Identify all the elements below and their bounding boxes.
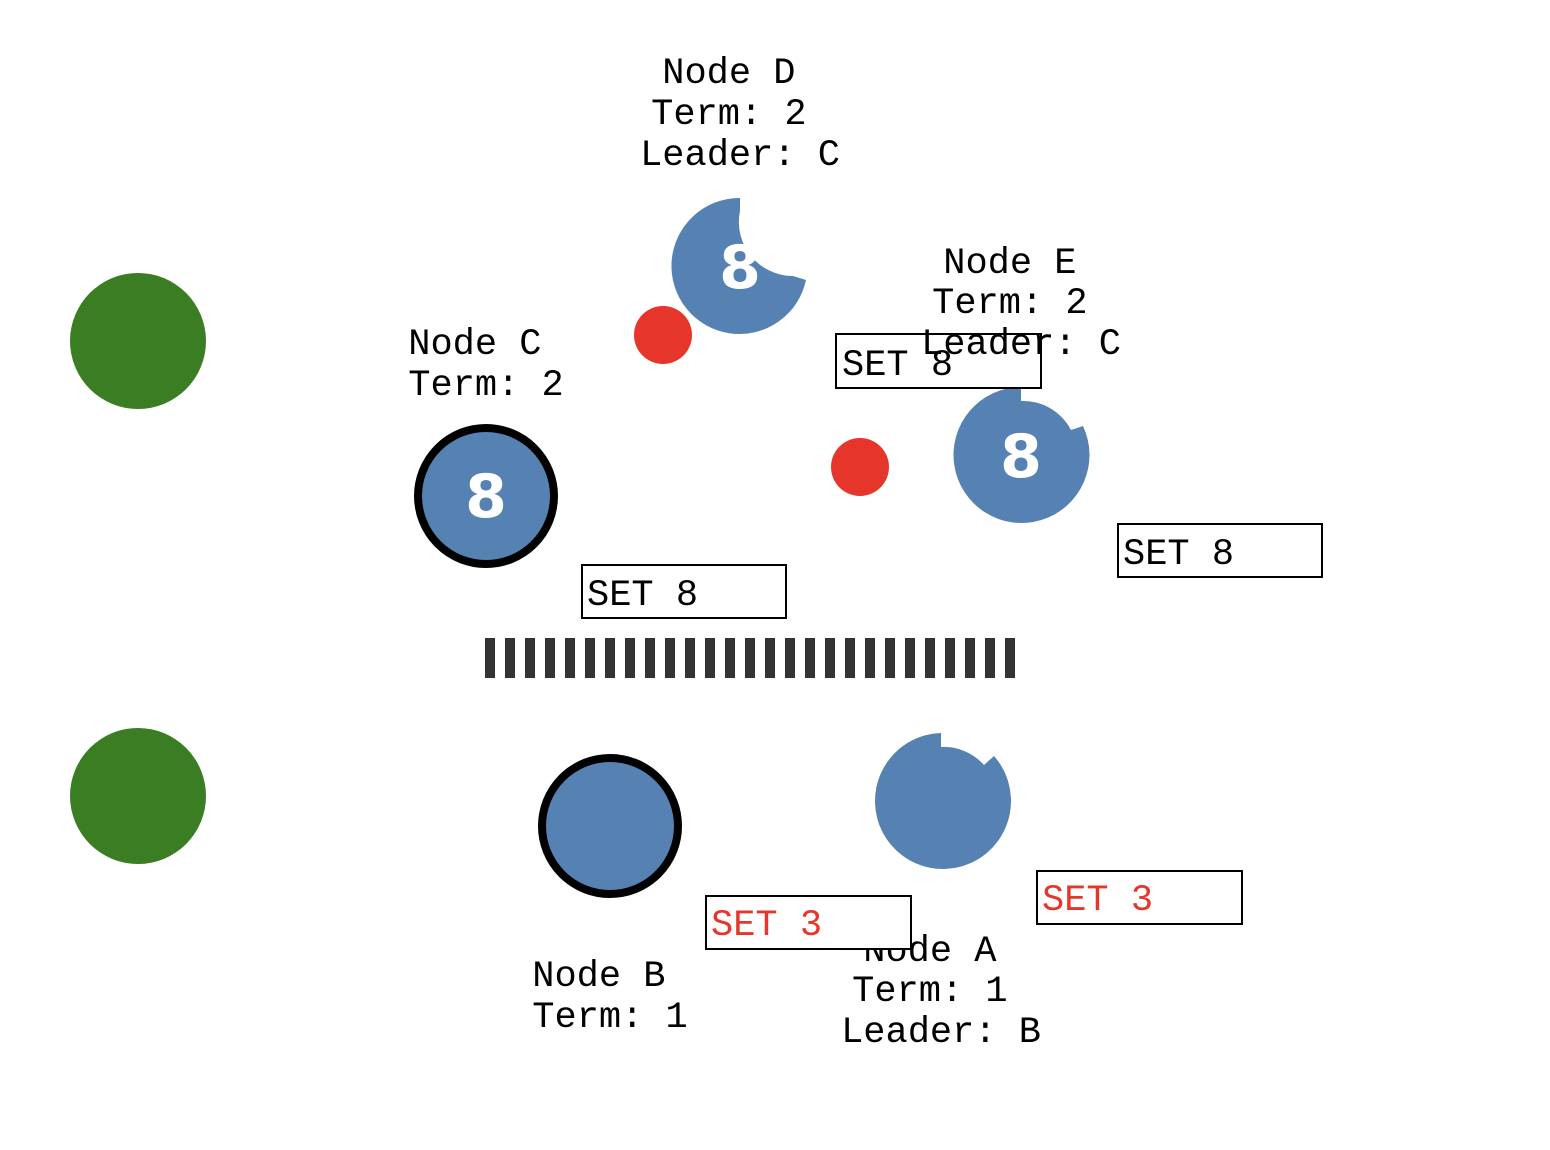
log-entry-d: SET 8 <box>835 333 1042 389</box>
message-dot <box>831 438 889 496</box>
log-entry-e: SET 8 <box>1117 523 1323 578</box>
node-a-circle <box>874 733 1011 869</box>
log-entry-c-box <box>581 564 787 619</box>
node-b-circle <box>538 754 682 898</box>
message-dot <box>634 306 692 364</box>
node-e-circle <box>953 387 1090 523</box>
node-d-value: 8 <box>719 233 761 303</box>
log-entry-a: SET 3 <box>1036 870 1243 925</box>
node-b[interactable] <box>538 754 682 898</box>
log-entry-a-box <box>1036 870 1243 925</box>
log-entry-c-text: SET 8 <box>587 575 698 617</box>
node-b-label: Node B Term: 1 <box>532 956 687 1039</box>
node-d-label: Node D Term: 2 Leader: C <box>640 53 840 177</box>
node-e[interactable]: 8 <box>953 387 1090 523</box>
log-entry-c: SET 8 <box>581 564 787 619</box>
log-entry-b-text: SET 3 <box>711 905 822 947</box>
node-e-label: Node E Term: 2 Leader: C <box>921 243 1121 366</box>
client-top-icon[interactable] <box>70 273 206 409</box>
log-entry-b-box <box>705 895 912 950</box>
node-d-circle <box>671 197 806 334</box>
node-e-value: 8 <box>1000 422 1042 492</box>
node-a[interactable] <box>874 733 1011 869</box>
node-a-label: Node A Term: 1 Leader: B <box>841 931 1041 1054</box>
node-d[interactable]: 8 <box>671 197 806 334</box>
log-entry-e-box <box>1117 523 1323 578</box>
log-entry-b: SET 3 <box>705 895 912 950</box>
node-c[interactable]: 8 <box>414 424 558 568</box>
node-c-circle <box>414 424 558 568</box>
node-c-label: Node C Term: 2 <box>408 324 563 407</box>
log-entry-d-text: SET 8 <box>842 345 953 387</box>
log-entry-e-text: SET 8 <box>1123 534 1234 576</box>
log-entry-d-box <box>835 333 1042 389</box>
log-entry-a-text: SET 3 <box>1042 880 1153 922</box>
node-c-value: 8 <box>465 462 507 532</box>
client-bottom-icon[interactable] <box>70 728 206 864</box>
